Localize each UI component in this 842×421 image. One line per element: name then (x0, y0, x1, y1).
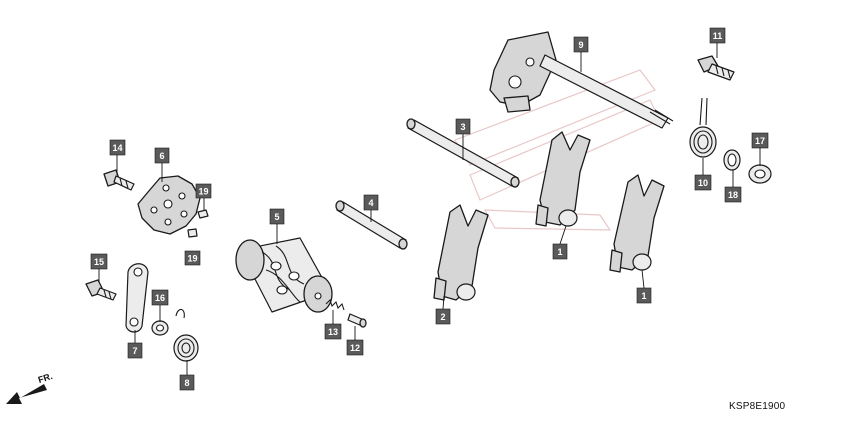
callout-9: 9 (573, 36, 589, 53)
stopper-arm-bolt (85, 279, 117, 301)
callout-2: 2 (435, 308, 451, 325)
snap-ring (723, 149, 741, 171)
diagram-code: KSP8E1900 (729, 401, 786, 412)
svg-text:10: 10 (698, 178, 708, 188)
svg-text:19: 19 (187, 254, 197, 264)
callout-13: 13 (324, 323, 342, 340)
callout-1-upper: 1 (552, 243, 568, 260)
callout-5: 5 (269, 208, 285, 225)
front-direction-arrow (6, 384, 47, 404)
svg-text:8: 8 (184, 378, 189, 388)
svg-text:17: 17 (755, 136, 765, 146)
shift-fork-1b (609, 174, 665, 273)
dowel-pin-lower (187, 228, 198, 238)
svg-text:6: 6 (159, 151, 164, 161)
callout-15: 15 (90, 253, 108, 270)
stopper-bolt (697, 55, 735, 81)
svg-text:11: 11 (713, 31, 723, 41)
callout-8: 8 (179, 374, 195, 391)
svg-text:5: 5 (274, 212, 279, 222)
stopper-arm (125, 263, 149, 333)
shift-fork-1a (535, 131, 591, 227)
svg-text:18: 18 (728, 190, 738, 200)
svg-text:19: 19 (198, 187, 208, 197)
fork-shaft-short (335, 200, 408, 250)
callout-14: 14 (109, 139, 126, 156)
plate-bolt (103, 169, 135, 191)
stopper-arm-spring (173, 308, 199, 362)
callout-1-right: 1 (636, 287, 652, 304)
svg-text:3: 3 (460, 122, 465, 132)
washer-17 (748, 164, 772, 184)
svg-text:7: 7 (132, 346, 137, 356)
callout-3: 3 (455, 118, 471, 135)
callout-18: 18 (724, 186, 742, 203)
callout-6: 6 (154, 147, 170, 164)
svg-text:4: 4 (368, 198, 373, 208)
svg-text:1: 1 (557, 247, 562, 257)
collar (151, 320, 169, 336)
dowel-pin-upper (197, 209, 209, 219)
callout-labels: 9 11 14 6 19 19 3 10 (90, 27, 769, 391)
svg-text:2: 2 (440, 312, 445, 322)
drum-center-plate (137, 175, 201, 235)
callout-4: 4 (363, 194, 379, 211)
drum-spring (325, 298, 345, 311)
callout-12: 12 (346, 339, 364, 356)
shift-fork-2 (433, 204, 489, 301)
shift-drum (235, 237, 333, 313)
shift-spindle (489, 31, 674, 129)
svg-text:12: 12 (350, 343, 360, 353)
svg-text:16: 16 (155, 293, 165, 303)
svg-text:9: 9 (578, 40, 583, 50)
callout-16: 16 (151, 289, 169, 306)
return-spring (689, 97, 717, 158)
svg-text:1: 1 (641, 291, 646, 301)
drum-pin (347, 313, 367, 328)
callout-19-upper: 19 (195, 183, 212, 199)
callout-17: 17 (751, 132, 769, 149)
callout-11: 11 (709, 27, 726, 44)
svg-text:14: 14 (112, 143, 122, 153)
callout-7: 7 (127, 342, 143, 359)
callout-19-lower: 19 (184, 250, 201, 266)
svg-text:15: 15 (94, 257, 104, 267)
callout-leaders (98, 42, 761, 375)
callout-10: 10 (694, 174, 712, 191)
svg-text:13: 13 (328, 327, 338, 337)
